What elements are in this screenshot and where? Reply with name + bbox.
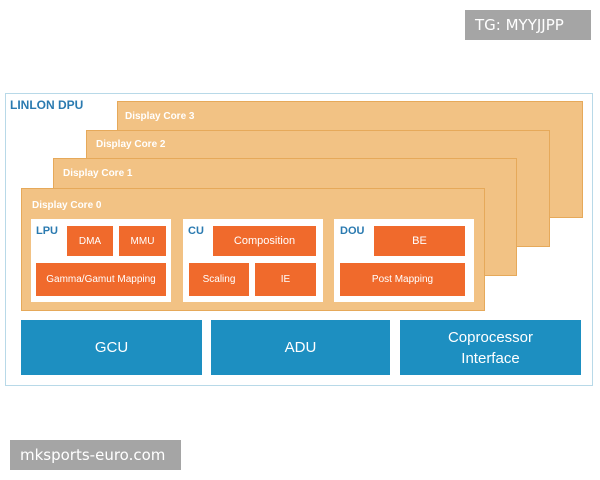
cu-label: CU: [188, 225, 204, 237]
display-core-3-label: Display Core 3: [125, 111, 195, 122]
mmu-block: MMU: [119, 226, 166, 256]
dma-block: DMA: [67, 226, 113, 256]
gamma-gamut-mapping-block: Gamma/Gamut Mapping: [36, 263, 166, 296]
dpu-title: LINLON DPU: [10, 98, 84, 112]
adu-block: ADU: [211, 320, 390, 375]
display-core-0-label: Display Core 0: [32, 200, 102, 211]
coprocessor-interface-block: Coprocessor Interface: [400, 320, 581, 375]
scaling-block: Scaling: [189, 263, 249, 296]
lpu-label: LPU: [36, 225, 58, 237]
display-core-1-label: Display Core 1: [63, 168, 133, 179]
dou-label: DOU: [340, 225, 365, 237]
watermark-top: TG: MYYJJPP: [465, 10, 591, 40]
watermark-bottom: mksports-euro.com: [10, 440, 181, 470]
post-mapping-block: Post Mapping: [340, 263, 465, 296]
ie-block: IE: [255, 263, 316, 296]
composition-block: Composition: [213, 226, 316, 256]
be-block: BE: [374, 226, 465, 256]
display-core-2-label: Display Core 2: [96, 139, 166, 150]
gcu-block: GCU: [21, 320, 202, 375]
